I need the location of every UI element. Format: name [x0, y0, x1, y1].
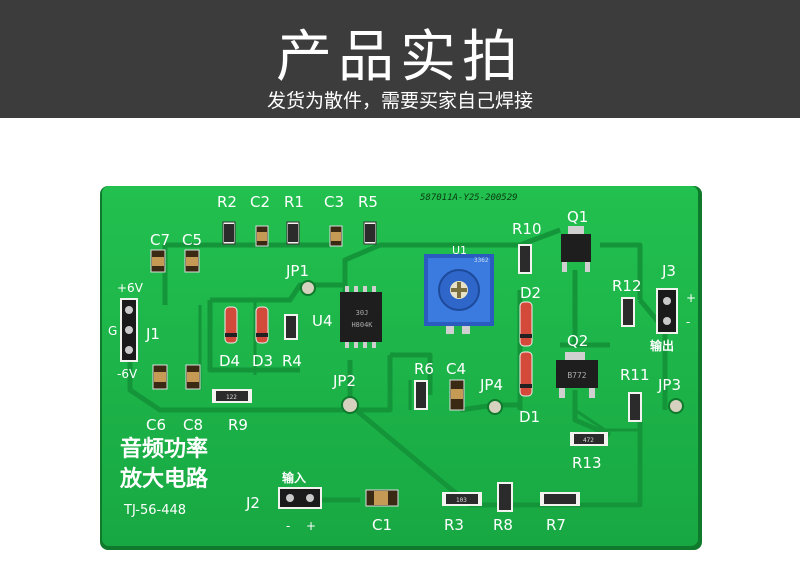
component-d4	[224, 306, 238, 344]
product-photo: 587011A-Y25-200529 122	[0, 118, 800, 579]
label-c1: C1	[372, 516, 392, 534]
label-jp3: JP3	[657, 376, 681, 394]
transistor-q1	[561, 226, 591, 272]
pcb-illustration: 587011A-Y25-200529 122	[100, 186, 702, 550]
transistor-q2: B772	[556, 352, 598, 398]
svg-text:B772: B772	[567, 371, 586, 380]
svg-text:30J: 30J	[356, 309, 369, 317]
label-q1: Q1	[567, 208, 588, 226]
label-jp1: JP1	[285, 262, 309, 280]
ic-u4: 30J H804K	[340, 286, 382, 348]
potentiometer-u1: 3362	[424, 254, 494, 334]
label-r1: R1	[284, 193, 304, 211]
board-model: TJ-56-448	[123, 503, 186, 518]
connector-j2	[278, 487, 322, 509]
board-name-line2: 放大电路	[119, 466, 209, 492]
label-r6: R6	[414, 360, 434, 378]
label-q2: Q2	[567, 332, 588, 350]
label-r7: R7	[546, 516, 566, 534]
label-c5: C5	[182, 231, 202, 249]
label-c3: C3	[324, 193, 344, 211]
svg-text:122: 122	[226, 394, 237, 401]
svg-text:472: 472	[583, 437, 594, 444]
label-jp2: JP2	[332, 372, 356, 390]
jumper-pad-jp3	[668, 398, 684, 414]
label-d2: D2	[520, 284, 541, 302]
label-d4: D4	[219, 352, 240, 370]
label-d1: D1	[519, 408, 540, 426]
label-r13: R13	[572, 454, 602, 472]
label-r2: R2	[217, 193, 237, 211]
label-output: 输出	[650, 338, 674, 353]
label-r8: R8	[493, 516, 513, 534]
label-j2: J2	[245, 494, 260, 512]
label-j3: J3	[661, 262, 676, 280]
label-r12: R12	[612, 277, 642, 295]
board-code: 587011A-Y25-200529	[420, 193, 518, 203]
label-r10: R10	[512, 220, 542, 238]
label-r4: R4	[282, 352, 302, 370]
component-r13: 472	[570, 432, 608, 446]
component-r2	[222, 221, 236, 245]
board-name-line1: 音频功率	[120, 436, 208, 462]
label-u4: U4	[312, 312, 333, 330]
label-j3-minus: -	[686, 315, 690, 329]
component-c3	[329, 225, 343, 247]
label-power-g: G	[108, 324, 117, 338]
svg-text:H804K: H804K	[351, 321, 373, 329]
component-d3	[255, 306, 269, 344]
page-title: 产品实拍	[276, 25, 524, 90]
label-r5: R5	[358, 193, 378, 211]
label-c4: C4	[446, 360, 466, 378]
jumper-pad-jp4	[487, 399, 503, 415]
label-c6: C6	[146, 416, 166, 434]
component-r5	[363, 221, 377, 245]
jumper-pad-jp2	[341, 396, 359, 414]
component-c2	[255, 225, 269, 247]
label-d3: D3	[252, 352, 273, 370]
component-r1	[286, 221, 300, 245]
page-subtitle: 发货为散件，需要买家自己焊接	[266, 90, 533, 112]
label-j1: J1	[145, 325, 160, 343]
connector-j3	[656, 288, 678, 334]
label-c7: C7	[150, 231, 170, 249]
component-r9: 122	[212, 389, 252, 403]
component-r3: 103	[442, 492, 482, 506]
label-power-plus: +6V	[117, 281, 144, 295]
connector-j1	[120, 298, 138, 362]
label-c8: C8	[183, 416, 203, 434]
svg-text:3362: 3362	[474, 257, 489, 264]
label-r9: R9	[228, 416, 248, 434]
component-d2	[519, 301, 533, 347]
label-power-minus: -6V	[117, 367, 138, 381]
label-j3-plus: +	[686, 291, 696, 305]
label-j2-minus: -	[286, 519, 290, 533]
component-d1	[519, 351, 533, 397]
jumper-pad-jp1	[300, 280, 316, 296]
label-r3: R3	[444, 516, 464, 534]
label-input: 输入	[282, 470, 306, 485]
svg-text:103: 103	[456, 497, 467, 504]
header-banner: 产品实拍 发货为散件，需要买家自己焊接	[0, 0, 800, 118]
label-j2-plus: +	[306, 519, 316, 533]
pcb-board	[102, 186, 698, 546]
label-jp4: JP4	[479, 376, 503, 394]
label-u1: U1	[452, 244, 467, 257]
label-r11: R11	[620, 366, 650, 384]
label-c2: C2	[250, 193, 270, 211]
